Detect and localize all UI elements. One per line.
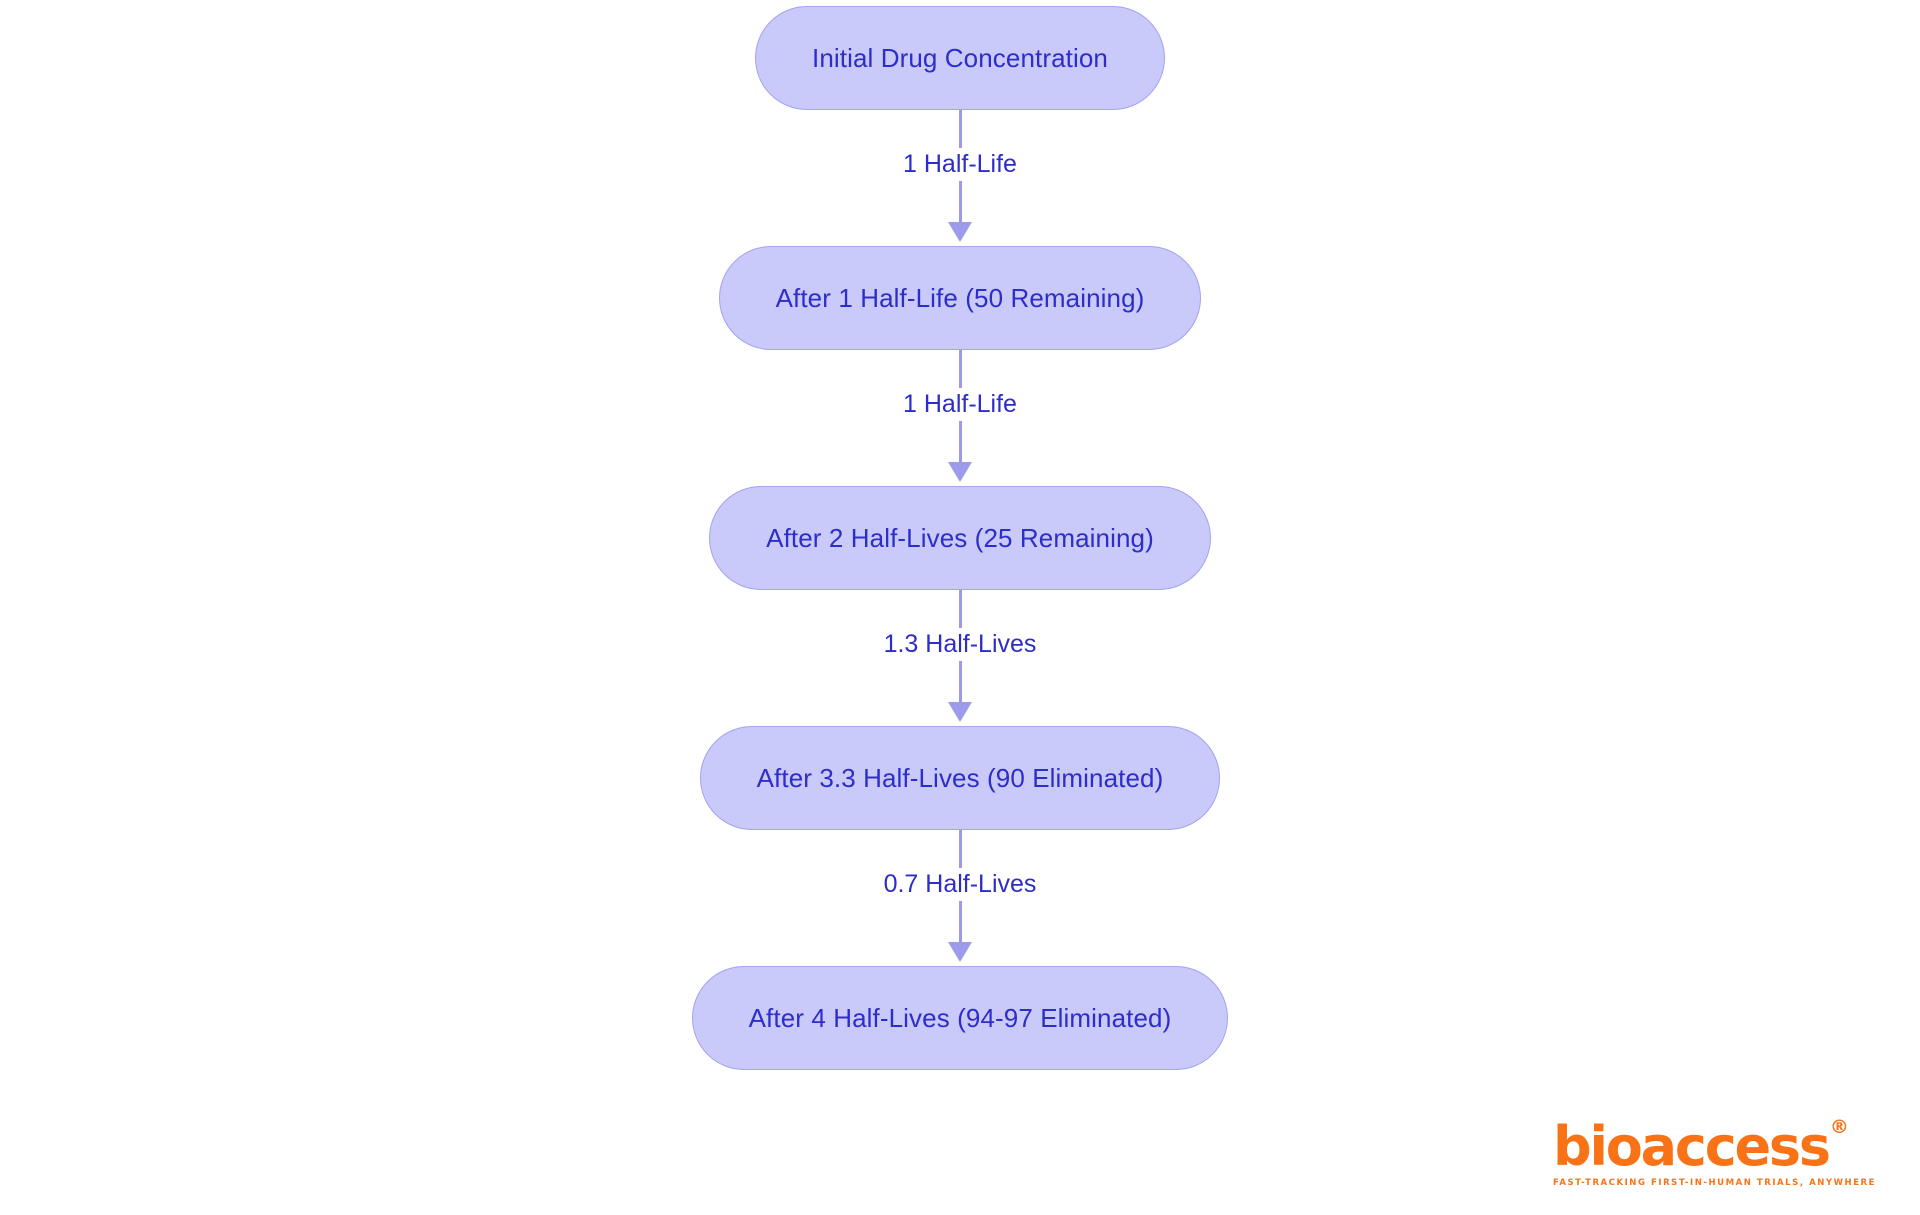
logo-wordmark: bioaccess ® — [1553, 1117, 1849, 1174]
node-label: After 1 Half-Life (50 Remaining) — [775, 282, 1145, 313]
flowchart-node-hl33[interactable]: After 3.3 Half-Lives (90 Eliminated) — [699, 726, 1221, 830]
flowchart-node-hl1[interactable]: After 1 Half-Life (50 Remaining) — [718, 246, 1202, 350]
flowchart-node-hl4[interactable]: After 4 Half-Lives (94-97 Eliminated) — [691, 966, 1229, 1070]
arrow-head-icon — [948, 462, 972, 482]
flowchart-edge-hl33-to-hl4: 0.7 Half-Lives — [810, 830, 1110, 966]
bioaccess-logo: bioaccess ® FAST-TRACKING FIRST-IN-HUMAN… — [1552, 1117, 1876, 1188]
flowchart-diagram: Initial Drug Concentration 1 Half-Life A… — [691, 6, 1229, 1070]
flowchart-node-hl2[interactable]: After 2 Half-Lives (25 Remaining) — [709, 486, 1211, 590]
edge-label: 1 Half-Life — [891, 387, 1029, 421]
edge-label: 0.7 Half-Lives — [871, 867, 1049, 901]
logo-tagline: FAST-TRACKING FIRST-IN-HUMAN TRIALS, ANY… — [1552, 1177, 1876, 1188]
arrow-head-icon — [948, 702, 972, 722]
flowchart-edge-initial-to-hl1: 1 Half-Life — [810, 110, 1110, 246]
flowchart-node-initial[interactable]: Initial Drug Concentration — [755, 6, 1165, 110]
node-label: After 3.3 Half-Lives (90 Eliminated) — [756, 762, 1164, 793]
arrow-head-icon — [948, 222, 972, 242]
edge-label: 1.3 Half-Lives — [871, 627, 1049, 661]
registered-trademark-icon: ® — [1829, 1115, 1849, 1138]
flowchart-edge-hl2-to-hl33: 1.3 Half-Lives — [810, 590, 1110, 726]
logo-wordmark-text: bioaccess — [1552, 1114, 1831, 1178]
flowchart-edge-hl1-to-hl2: 1 Half-Life — [810, 350, 1110, 486]
edge-label: 1 Half-Life — [891, 147, 1029, 181]
arrow-head-icon — [948, 942, 972, 962]
node-label: After 2 Half-Lives (25 Remaining) — [766, 522, 1154, 553]
node-label: After 4 Half-Lives (94-97 Eliminated) — [748, 1002, 1172, 1033]
node-label: Initial Drug Concentration — [812, 42, 1108, 73]
